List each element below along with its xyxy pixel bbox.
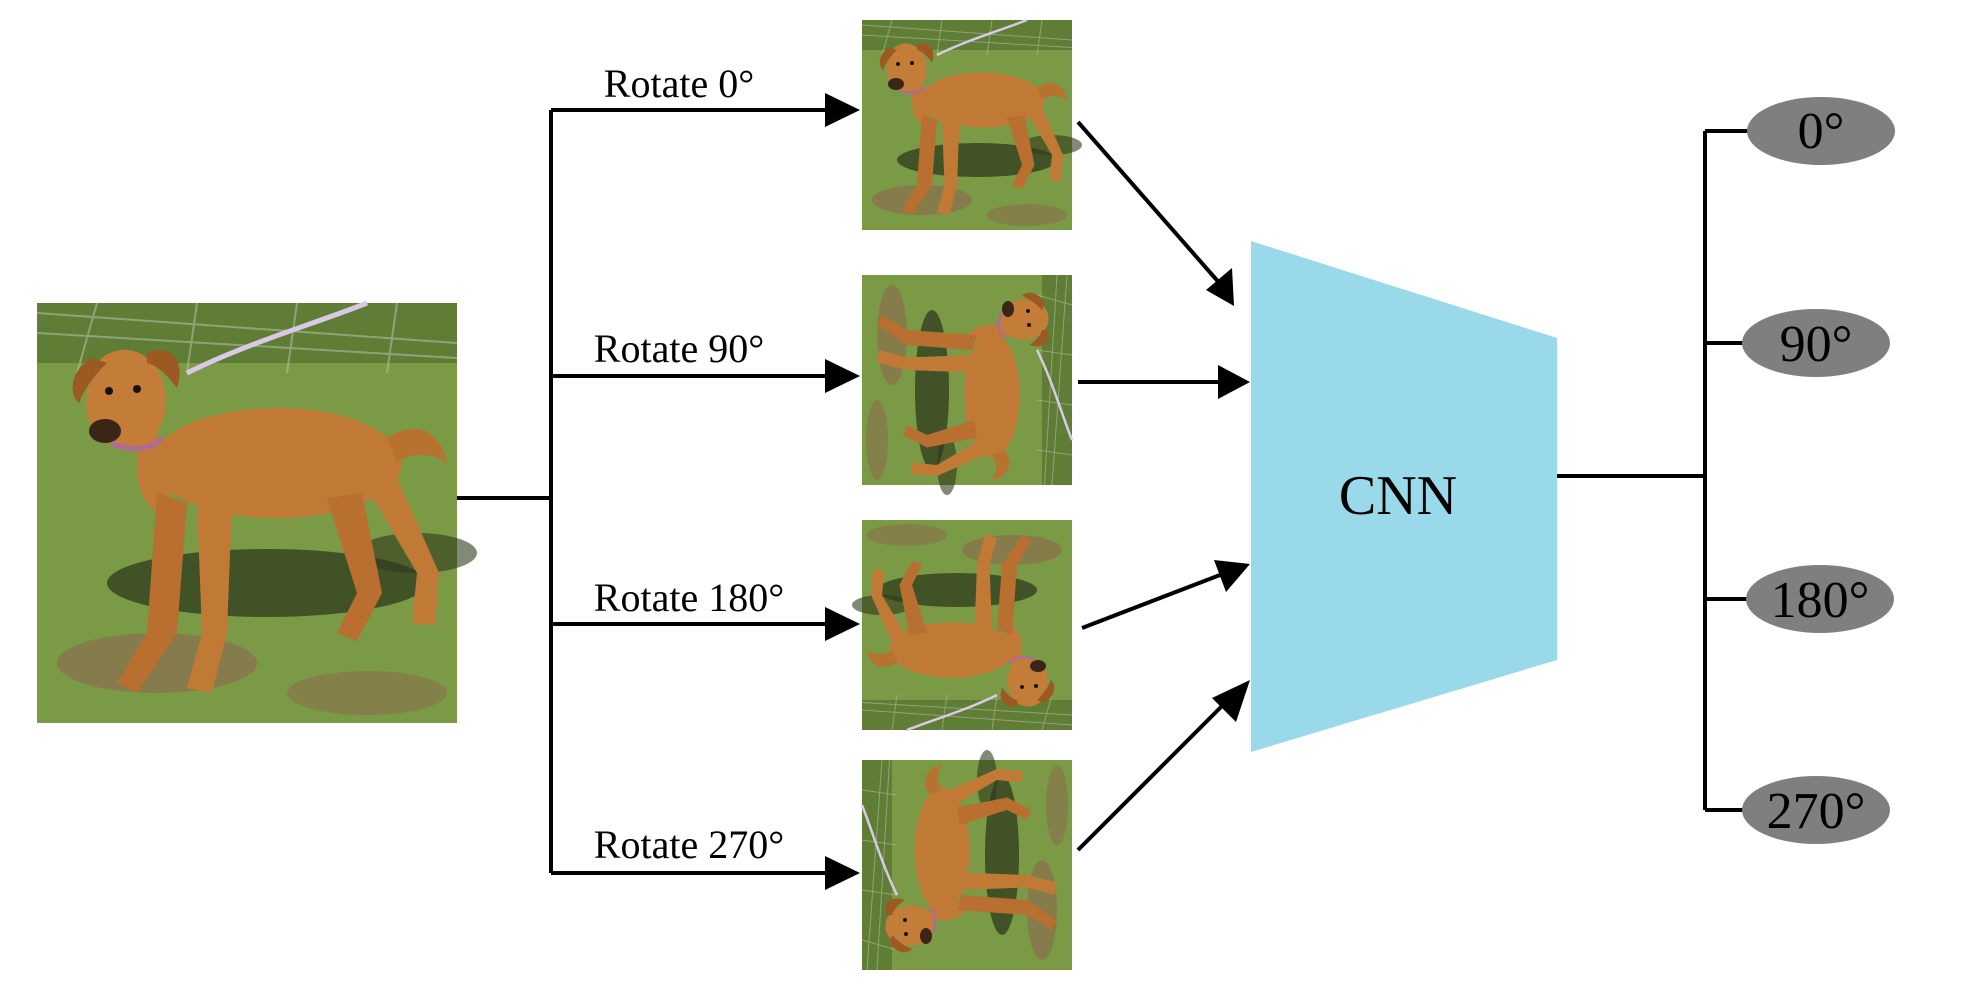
rotated-image-270 [860,748,1074,972]
cnn-label: CNN [1339,465,1457,527]
rotate-180-label: Rotate 180° [594,575,784,620]
rotate-90-label: Rotate 90° [594,326,764,371]
output-90deg-label: 90° [1780,316,1853,373]
output-0deg: 0° [1747,97,1895,165]
rotated-image-180 [850,518,1074,732]
cnn-block [1251,241,1557,752]
output-180deg-label: 180° [1771,572,1870,629]
branch-connector [457,108,830,875]
rotate-270-label: Rotate 270° [594,822,784,867]
output-270deg: 270° [1742,776,1890,844]
input-image [37,303,477,723]
output-180deg: 180° [1746,565,1894,633]
cnn-input-arrowheads [1206,268,1250,722]
output-connector [1557,129,1750,812]
output-270deg-label: 270° [1767,783,1866,840]
rotation-arrowheads [825,93,860,890]
output-90deg: 90° [1742,309,1890,377]
rotated-image-90 [860,273,1074,497]
rotated-image-0 [860,18,1084,232]
rotate-0-label: Rotate 0° [604,61,754,106]
cnn-input-arrows [1076,120,1224,852]
output-0deg-label: 0° [1798,103,1845,160]
